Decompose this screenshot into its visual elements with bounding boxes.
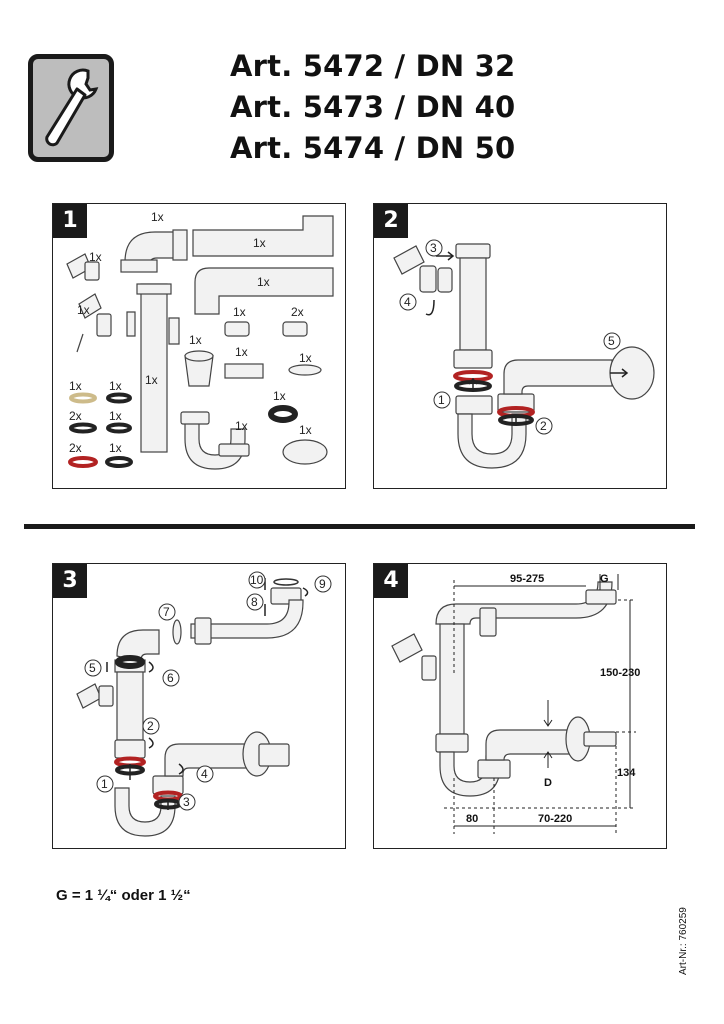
dim-left-offset: 80 [466,813,478,825]
title-line-2: Art. 5473 / DN 40 [230,90,516,124]
step-marker: 4 [404,295,411,309]
dim-top-width: 95-275 [510,573,544,585]
dim-bottom-height: 134 [617,767,636,779]
qty-label: 1x [257,275,270,289]
qty-label: 2x [291,305,304,319]
qty-label: 1x [273,389,286,403]
qty-label: 1x [89,250,102,264]
wrench-icon [45,68,99,147]
qty-label: 1x [235,345,248,359]
dim-g-label: G [600,573,609,585]
panel-1: 1 [52,203,346,489]
step-marker: 8 [251,595,258,609]
parts-overview-drawing: 1x 1x 1x 1x 1x 1x 1x 2x 1x 1x 1x 1x 1x 2… [66,210,334,470]
qty-label: 1x [109,409,122,423]
dim-height: 150-230 [600,667,640,679]
qty-label: 1x [69,379,82,393]
wrench-icon-box [28,54,114,162]
step-marker: 3 [183,795,190,809]
section-divider [24,524,695,529]
step-marker: 7 [163,605,170,619]
title-line-3: Art. 5474 / DN 50 [230,131,516,165]
step-marker: 3 [430,241,437,255]
assembly-step-2-drawing: 1 2 3 4 5 [393,239,655,469]
panel-number: 1 [53,204,87,238]
qty-label: 1x [151,210,164,224]
dimension-drawing: 95-275 G 150-230 134 D 80 70-220 [391,573,640,834]
panel-3: 3 [52,563,346,849]
qty-label: 1x [299,423,312,437]
step-marker: 5 [608,334,615,348]
article-number: Art-Nr.: 760259 [678,907,689,975]
step-marker: 4 [201,767,208,781]
step-marker: 2 [147,719,154,733]
step-marker: 2 [540,419,547,433]
qty-label: 2x [69,441,82,455]
qty-label: 1x [109,441,122,455]
panel-2: 2 [373,203,667,489]
assembly-step-3-drawing: 1 2 3 4 5 6 7 8 9 10 [76,571,332,837]
step-marker: 1 [101,777,108,791]
step-marker: 6 [167,671,174,685]
qty-label: 1x [77,303,90,317]
qty-label: 1x [109,379,122,393]
panel-number: 3 [53,564,87,598]
qty-label: 1x [235,419,248,433]
panel-number: 4 [374,564,408,598]
step-marker: 9 [319,577,326,591]
qty-label: 1x [253,236,266,250]
panel-4: 4 [373,563,667,849]
step-marker: 10 [250,573,264,587]
title-line-1: Art. 5472 / DN 32 [230,49,516,83]
qty-label: 1x [189,333,202,347]
dim-bottom-width: 70-220 [538,813,572,825]
step-marker: 5 [89,661,96,675]
thread-size-note: G = 1 ¼“ oder 1 ½“ [56,887,191,904]
qty-label: 1x [145,373,158,387]
qty-label: 2x [69,409,82,423]
qty-label: 1x [299,351,312,365]
panel-number: 2 [374,204,408,238]
step-marker: 1 [438,393,445,407]
qty-label: 1x [233,305,246,319]
dim-d-label: D [544,777,552,789]
